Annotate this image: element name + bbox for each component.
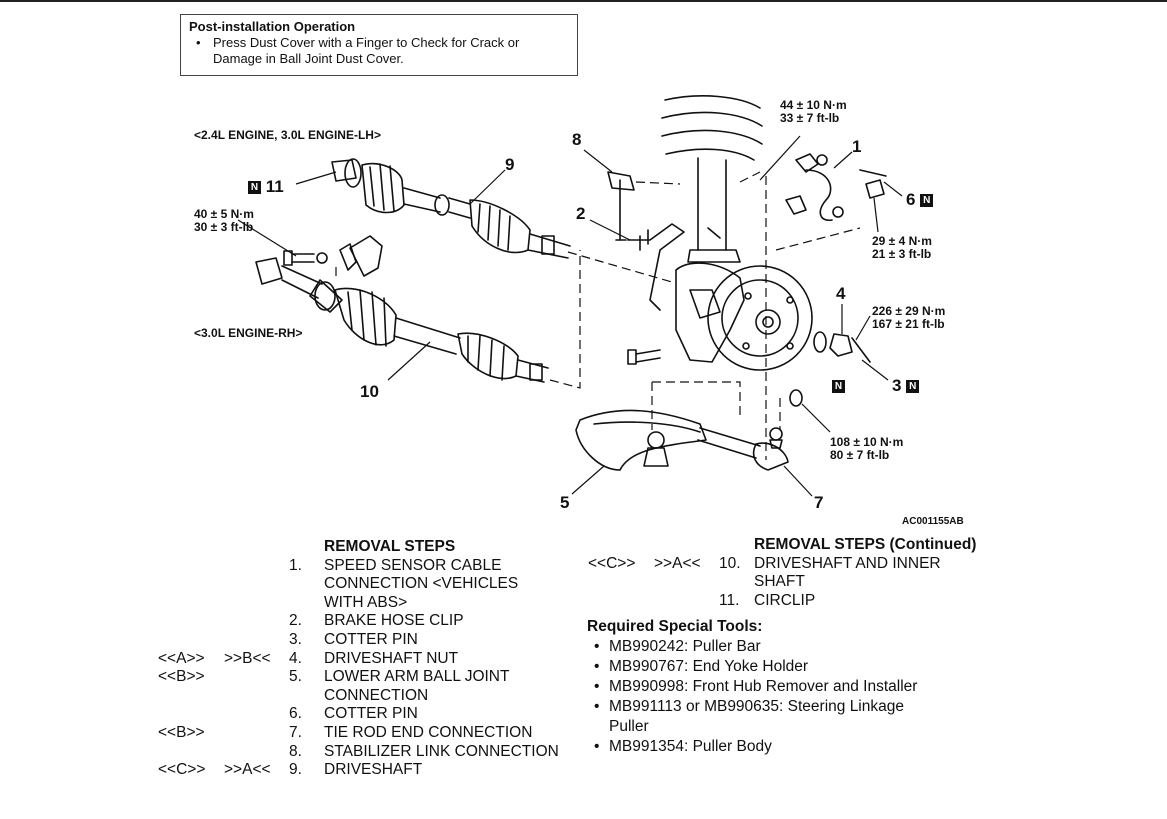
diagram-code: AC001155AB bbox=[902, 516, 964, 527]
list-item: MB990767: End Yoke Holder bbox=[587, 657, 917, 677]
driveshaft-nut-art bbox=[813, 331, 853, 357]
leader-108nm bbox=[801, 403, 831, 433]
stabilizer-link-art bbox=[607, 171, 635, 241]
tie-rod-end-art bbox=[697, 389, 803, 471]
callout-2: 2 bbox=[576, 204, 586, 223]
bolt-art bbox=[283, 235, 383, 277]
leader-40nm bbox=[237, 219, 297, 257]
leader-29nm bbox=[873, 197, 879, 233]
callout-5: 5 bbox=[560, 493, 570, 512]
brake-hose-art bbox=[627, 223, 685, 311]
callout-11: N 11 bbox=[248, 177, 284, 197]
callout-4: 4 bbox=[836, 284, 846, 303]
cotter-pin-art bbox=[851, 169, 887, 363]
leader-3 bbox=[861, 359, 889, 381]
leader-11 bbox=[295, 171, 337, 185]
replace-tag-icon: N bbox=[920, 194, 934, 208]
post-installation-title: Post-installation Operation bbox=[189, 19, 356, 34]
nut-tag-icon: N bbox=[832, 378, 845, 396]
knuckle-hub-art bbox=[627, 262, 813, 371]
leader-6 bbox=[883, 181, 903, 197]
leader-8 bbox=[583, 149, 613, 173]
leader-1 bbox=[833, 151, 853, 169]
callout-3: 3 N bbox=[892, 376, 920, 396]
strut-spring-art bbox=[661, 95, 763, 263]
leader-9 bbox=[469, 169, 506, 205]
post-installation-box: Post-installation Operation Press Dust C… bbox=[180, 14, 578, 76]
speed-sensor-art bbox=[785, 153, 844, 222]
list-item: MB990242: Puller Bar bbox=[587, 637, 917, 657]
leader-10 bbox=[387, 341, 431, 381]
list-item: MB991354: Puller Body bbox=[587, 737, 917, 757]
engine-lh-label: <2.4L ENGINE, 3.0L ENGINE-LH> bbox=[194, 128, 381, 142]
leader-2 bbox=[589, 219, 631, 241]
callout-6: 6 N bbox=[906, 190, 934, 210]
driveshaft-upper-art bbox=[331, 158, 571, 259]
lower-arm-art bbox=[575, 409, 707, 471]
replace-tag-icon: N bbox=[906, 380, 920, 394]
post-installation-bullet: Press Dust Cover with a Finger to Check … bbox=[189, 35, 569, 67]
leader-5 bbox=[571, 465, 605, 495]
driveshaft-lower-art bbox=[255, 257, 549, 383]
engine-rh-label: <3.0L ENGINE-RH> bbox=[194, 326, 303, 340]
callout-10: 10 bbox=[360, 382, 379, 401]
callout-7: 7 bbox=[814, 493, 824, 512]
list-item-continuation: Puller bbox=[609, 718, 649, 735]
callout-9: 9 bbox=[505, 155, 515, 174]
top-border bbox=[0, 0, 1167, 2]
special-tools: Required Special Tools: MB990242: Puller… bbox=[587, 617, 917, 757]
callout-8: 8 bbox=[572, 130, 582, 149]
list-item: MB991113 or MB990635: Steering Linkage bbox=[587, 697, 917, 717]
list-item: MB990998: Front Hub Remover and Installe… bbox=[587, 677, 917, 697]
special-tools-title: Required Special Tools: bbox=[587, 618, 763, 635]
replace-tag-icon: N bbox=[248, 181, 261, 195]
leader-44nm bbox=[759, 135, 801, 181]
callout-1: 1 bbox=[852, 137, 862, 156]
leader-226nm bbox=[855, 315, 871, 341]
leader-7 bbox=[783, 465, 813, 497]
